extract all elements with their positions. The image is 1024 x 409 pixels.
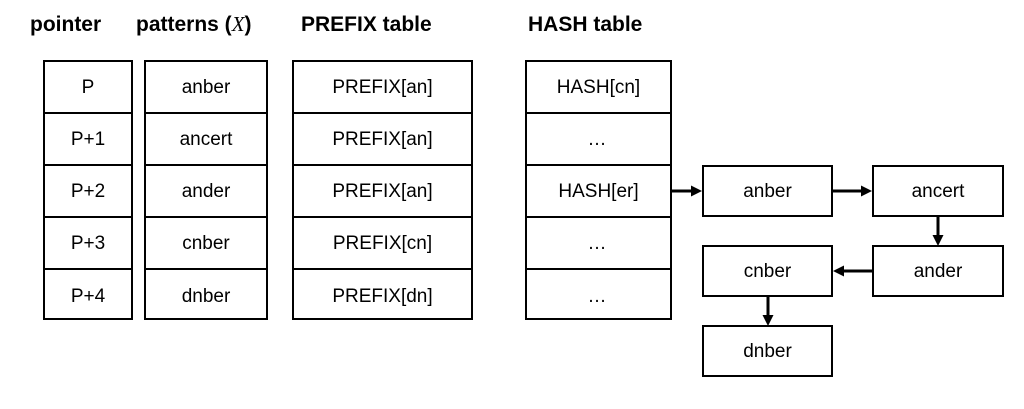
chain-node-anber: anber	[702, 165, 833, 217]
pointer-table-row: P+3	[45, 218, 131, 270]
hash-table: HASH[cn] … HASH[er] … …	[525, 60, 672, 320]
prefix-table-row: PREFIX[cn]	[294, 218, 471, 270]
pointer-table-row: P+4	[70, 285, 106, 307]
hash-table-row: HASH[cn]	[527, 62, 670, 114]
prefix-table-row: PREFIX[an]	[294, 166, 471, 218]
heading-patterns-text: patterns (	[136, 13, 232, 36]
heading-patterns: patterns (X)	[136, 12, 252, 36]
prefix-table-row: PREFIX[an]	[294, 62, 471, 114]
arrow-hash-er-to-anber	[672, 180, 704, 202]
chain-node-ander: ander	[872, 245, 1004, 297]
patterns-table-row: dnber	[181, 285, 231, 307]
pointer-table: P P+1 P+2 P+3 P+4	[43, 60, 133, 320]
patterns-table-row: ancert	[146, 114, 266, 166]
arrow-cnber-to-dnber	[757, 297, 779, 327]
prefix-table: PREFIX[an] PREFIX[an] PREFIX[an] PREFIX[…	[292, 60, 473, 320]
pointer-table-row: P+1	[45, 114, 131, 166]
hash-table-row: …	[587, 285, 610, 307]
hash-table-row: …	[527, 114, 670, 166]
chain-node-dnber: dnber	[702, 325, 833, 377]
heading-prefix-table: PREFIX table	[301, 13, 432, 36]
hash-table-row: …	[527, 218, 670, 270]
hash-table-row: HASH[er]	[527, 166, 670, 218]
patterns-table-row: cnber	[146, 218, 266, 270]
chain-node-ancert: ancert	[872, 165, 1004, 217]
patterns-table-row: anber	[146, 62, 266, 114]
pointer-table-row: P+2	[45, 166, 131, 218]
arrow-anber-to-ancert	[833, 180, 874, 202]
patterns-table: anber ancert ander cnber dnber	[144, 60, 268, 320]
prefix-table-row: PREFIX[an]	[294, 114, 471, 166]
pointer-table-row: P	[45, 62, 131, 114]
chain-node-cnber: cnber	[702, 245, 833, 297]
arrow-ander-to-cnber	[831, 260, 874, 282]
heading-pointer: pointer	[30, 13, 102, 36]
heading-hash-table: HASH table	[528, 13, 643, 36]
patterns-table-row: ander	[146, 166, 266, 218]
heading-patterns-close-paren: )	[244, 13, 252, 36]
arrow-ancert-to-ander	[927, 217, 949, 247]
heading-patterns-variable: X	[231, 12, 245, 36]
prefix-table-row: PREFIX[dn]	[332, 285, 433, 307]
